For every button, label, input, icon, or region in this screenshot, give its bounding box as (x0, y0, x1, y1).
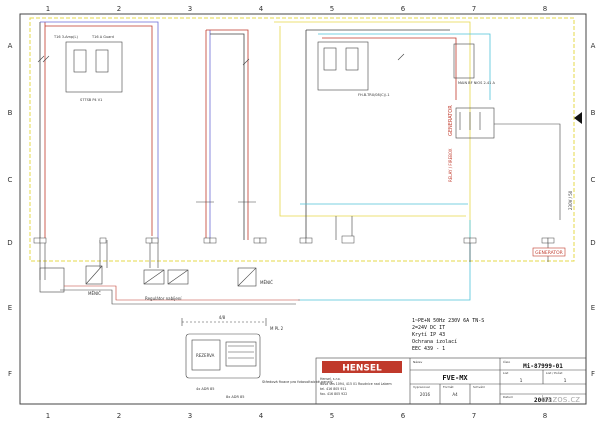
label-sheet: List (503, 371, 509, 375)
svg-text:fax. 416 805 922: fax. 416 805 922 (320, 392, 347, 396)
label-approved: Schválil (473, 385, 485, 389)
label-spd: FH-B-TRX/08(C)/-1 (358, 93, 390, 97)
spec-line: Krytí IP 43 (412, 331, 445, 338)
row-marker: D (7, 239, 12, 247)
year: 2016 (420, 392, 431, 397)
label-inverter: S7TSB P4 V1 (80, 98, 102, 102)
row-marker: B (8, 109, 13, 117)
enclosure-dim-bottom: 8x ADR 85 (226, 395, 245, 399)
label-generator-output: GENERATOR (535, 250, 563, 256)
spec-line: EEC 439 - 1 (412, 346, 445, 352)
enclosure-width: 4/8 (219, 315, 226, 320)
label-top-left-b: T16 A Guard (91, 35, 114, 39)
row-marker: E (8, 304, 12, 312)
col-marker: 7 (472, 5, 476, 13)
col-marker: 8 (543, 412, 547, 420)
spec-line: 2=24V DC IT (412, 325, 445, 331)
middle-circuit (196, 29, 256, 240)
row-marker: E (591, 304, 595, 312)
document-number: 20071 (534, 397, 552, 404)
col-marker: 1 (46, 412, 50, 420)
label-number: Číslo (503, 359, 510, 364)
title-block (315, 357, 587, 405)
enclosure-dim-left: 4x ADR 85 (196, 387, 215, 391)
enclosure-note: Středová fixace pro fotovoltaické panely (262, 380, 333, 384)
col-marker: 1 (46, 5, 50, 13)
left-circuit (37, 21, 159, 280)
spec-line: Ochrana izolací (412, 338, 457, 345)
col-marker: 5 (330, 412, 334, 420)
col-marker: 7 (472, 412, 476, 420)
bottom-devices (39, 265, 300, 305)
row-marker: A (591, 42, 596, 50)
enclosure-drawing (181, 318, 267, 379)
col-marker: 6 (401, 412, 406, 420)
col-marker: 2 (117, 412, 121, 420)
row-marker: C (8, 176, 13, 184)
row-marker: F (8, 370, 12, 378)
generator-output-box (532, 247, 566, 257)
spec-line: 1~PE+N 50Hz 230V 6A TN-S (412, 318, 484, 324)
col-marker: 6 (401, 5, 406, 13)
format-value: A4 (452, 392, 458, 397)
sheet-count: 1 (564, 378, 567, 384)
column-markers: 1 2 3 4 5 6 7 8 1 2 3 4 5 6 7 8 (20, 5, 586, 420)
right-circuit (274, 21, 561, 301)
label-generator: GENERATOR (448, 105, 454, 136)
col-marker: 8 (543, 5, 547, 13)
label-format: Formát (443, 385, 454, 389)
label-drawn: Vypracoval (413, 385, 430, 389)
label-relay: RELAY / FIREBOX (448, 148, 453, 182)
label-charge-controller: Regulátor nabíjení (145, 296, 182, 301)
brand-logo (322, 361, 402, 373)
row-marker: C (591, 176, 596, 184)
row-marker: D (590, 239, 595, 247)
terminal-row (33, 235, 555, 244)
watermark: bazos.cz (541, 395, 580, 405)
col-marker: 2 (117, 5, 121, 13)
drawing-border (19, 13, 587, 405)
sheet-number: 1 (520, 378, 523, 384)
row-marker: B (591, 109, 596, 117)
svg-text:tel. 416 805 911: tel. 416 805 911 (320, 387, 346, 391)
brand-name: HENSEL (342, 364, 382, 374)
col-marker: 3 (188, 412, 192, 420)
label-inverter-1: MĚNIČ (88, 291, 101, 296)
label-date: Datum (503, 395, 513, 399)
svg-text:Nová Ves 1094, 415 01 Roudnice: Nová Ves 1094, 415 01 Roudnice nad Labem (320, 382, 392, 386)
row-marker: F (591, 370, 595, 378)
label-inverter-2: MĚNIČ (260, 280, 273, 285)
label-top-left-a: T16 3-Amp(L) (53, 35, 78, 39)
drawing-title: FVE-MX (442, 374, 468, 382)
row-markers: A B C D E F A B C D E F (7, 42, 595, 378)
col-marker: 4 (259, 412, 264, 420)
drawing-number: Mi-87999-01 (523, 363, 563, 370)
label-right-vertical: 230V / 50 (568, 190, 573, 210)
enclosure-label-top: M PL 2 (270, 326, 284, 331)
enclosure-boundary (29, 17, 575, 262)
enclosure-door-label: REZERVA (196, 353, 215, 358)
row-marker: A (8, 42, 13, 50)
svg-text:Hensel, s.r.o.: Hensel, s.r.o. (320, 377, 341, 381)
col-marker: 4 (259, 5, 264, 13)
spec-block: 1~PE+N 50Hz 230V 6A TN-S 2=24V DC IT Kry… (412, 318, 484, 352)
company-info: Hensel, s.r.o. Nová Ves 1094, 415 01 Rou… (320, 377, 392, 396)
label-sheet-count: List / Počet (546, 371, 563, 375)
label-field: Název (413, 360, 423, 364)
col-marker: 3 (188, 5, 192, 13)
direction-arrow-icon (574, 112, 582, 124)
label-main: MAIN BF NIOS 2-41 A (458, 81, 495, 85)
col-marker: 5 (330, 5, 334, 13)
